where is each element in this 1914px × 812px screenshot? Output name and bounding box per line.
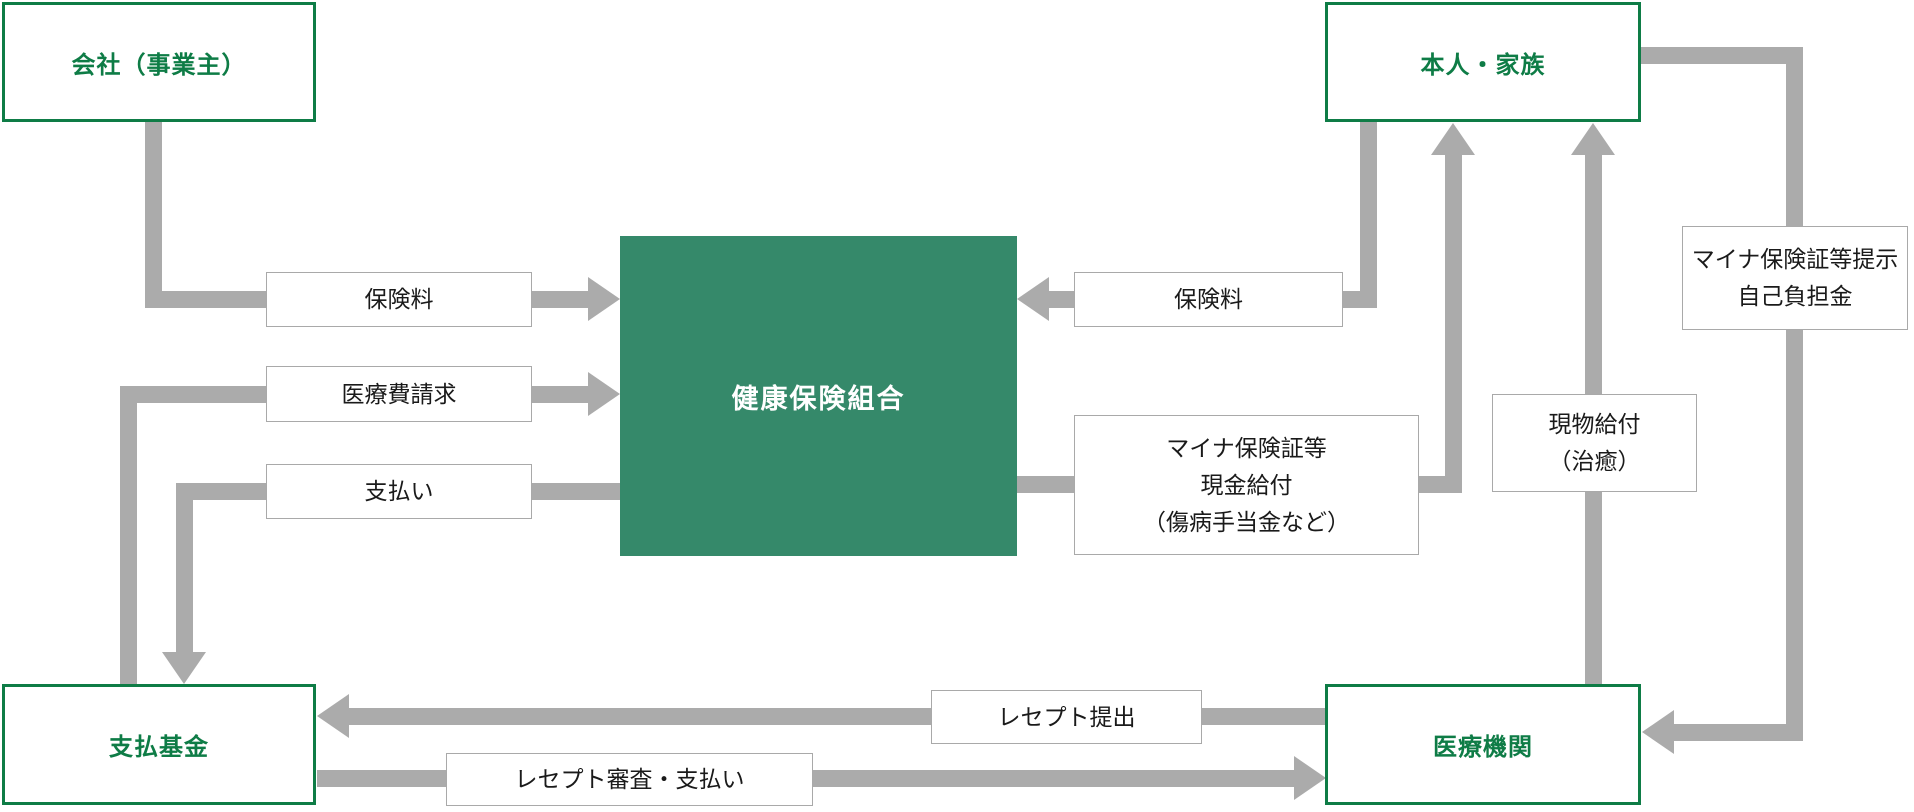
node-label: 健康保険組合 <box>731 383 906 414</box>
arrowhead-up-icon <box>1571 123 1615 155</box>
label-text: レセプト審査・支払い <box>514 766 745 792</box>
node-label: 支払基金 <box>109 734 209 761</box>
arrowhead-left-icon <box>1642 710 1674 754</box>
label-receipt-review: レセプト審査・支払い <box>446 753 813 806</box>
arrow-segment <box>145 122 162 308</box>
label-text: レセプト提出 <box>997 703 1136 730</box>
label-text: 保険料 <box>1174 286 1243 312</box>
node-company: 会社（事業主） <box>2 2 316 122</box>
label-text: （傷病手当金など） <box>1143 508 1350 535</box>
arrow-segment <box>1674 724 1803 741</box>
arrowhead-left-icon <box>317 694 349 738</box>
arrow-segment <box>1360 122 1377 308</box>
label-myna-presentation: マイナ保険証等提示 自己負担金 <box>1682 226 1908 330</box>
arrowhead-right-icon <box>588 372 620 416</box>
arrow-segment <box>176 483 193 652</box>
node-label: 医療機関 <box>1433 734 1533 761</box>
label-text: マイナ保険証等 <box>1166 434 1327 461</box>
arrowhead-left-icon <box>1017 277 1049 321</box>
node-member: 本人・家族 <box>1325 2 1641 122</box>
arrow-segment <box>120 386 137 684</box>
label-premium-right: 保険料 <box>1074 272 1343 327</box>
node-label: 会社（事業主） <box>71 51 247 79</box>
label-text: 支払い <box>364 478 434 504</box>
label-text: 医療費請求 <box>341 380 457 407</box>
arrow-segment <box>1445 155 1462 493</box>
arrowhead-right-icon <box>588 277 620 321</box>
label-receipt-submission: レセプト提出 <box>931 690 1202 744</box>
label-payment: 支払い <box>266 464 532 519</box>
label-premium-left: 保険料 <box>266 272 532 327</box>
node-kenpo: 健康保険組合 <box>620 236 1017 556</box>
label-text: マイナ保険証等提示 <box>1691 246 1899 272</box>
arrowhead-right-icon <box>1294 756 1326 800</box>
arrow-segment <box>1641 47 1803 64</box>
node-payment-fund: 支払基金 <box>2 684 316 805</box>
label-medical-claim: 医療費請求 <box>266 366 532 422</box>
node-medical: 医療機関 <box>1325 684 1641 805</box>
label-text: （治癒） <box>1548 448 1641 474</box>
label-text: 現物給付 <box>1548 411 1641 437</box>
label-text: 自己負担金 <box>1737 283 1853 309</box>
node-label: 本人・家族 <box>1420 51 1546 79</box>
label-benefit-in-kind: 現物給付 （治癒） <box>1492 394 1697 492</box>
arrowhead-up-icon <box>1431 123 1475 155</box>
arrow-segment <box>1786 47 1803 741</box>
arrowhead-down-icon <box>162 652 206 684</box>
label-text: 現金給付 <box>1200 471 1293 498</box>
label-text: 保険料 <box>364 286 434 312</box>
label-cash-benefit: マイナ保険証等 現金給付 （傷病手当金など） <box>1074 415 1419 555</box>
